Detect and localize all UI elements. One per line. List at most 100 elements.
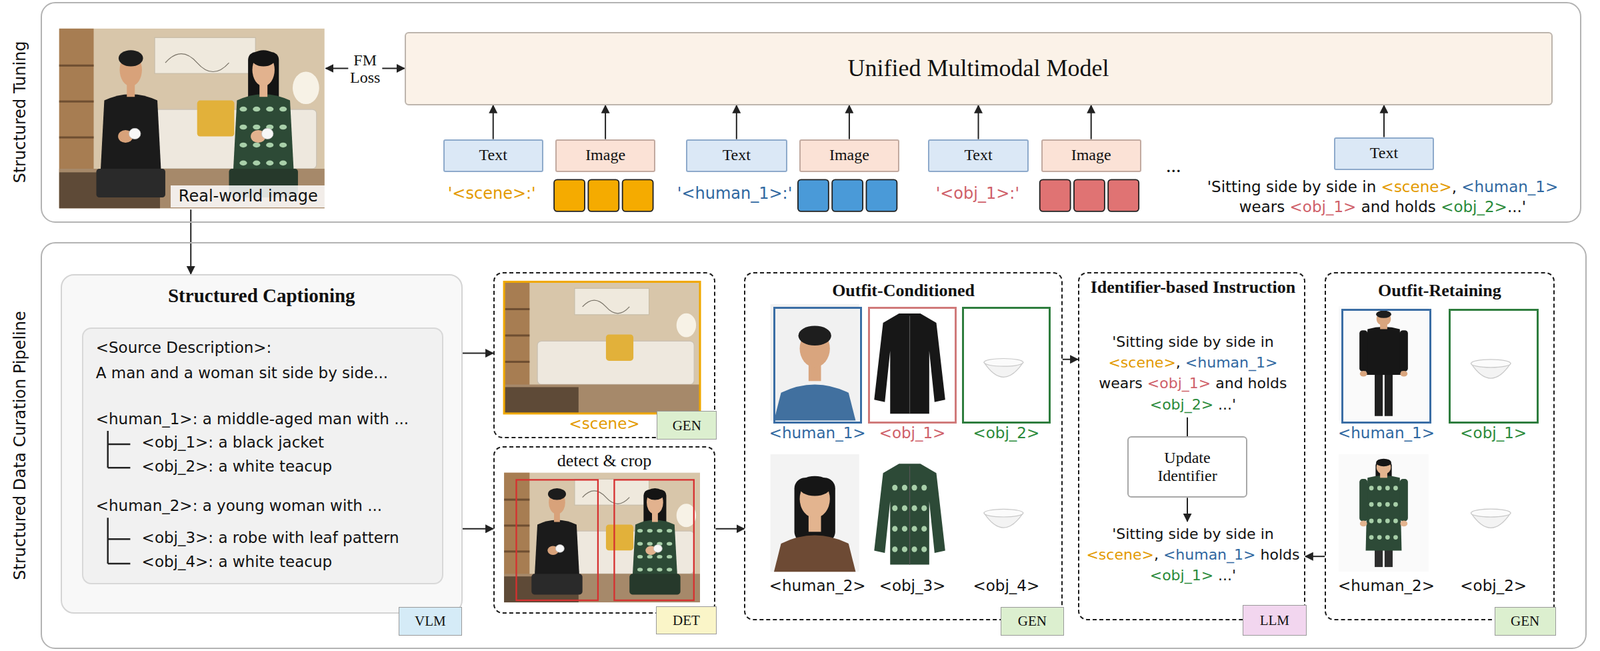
image-tile: <obj_2> [962, 306, 1051, 423]
teacup [653, 544, 662, 553]
leaf-pattern [1385, 534, 1390, 540]
lamp [292, 72, 320, 104]
text-run: 'Sitting side by side in [1207, 178, 1382, 196]
portrait-bg [770, 454, 860, 572]
hair [798, 476, 832, 496]
connector-arrow [1090, 105, 1092, 140]
hair [118, 50, 144, 66]
flow-arrow [1186, 497, 1188, 521]
process-box: Update Identifier [1127, 436, 1248, 498]
teacup [261, 128, 274, 139]
node-text: A man and a woman sit side by side... [96, 364, 388, 383]
leg [1384, 372, 1393, 416]
image-tile: <human_2> [773, 456, 862, 574]
node-text: Unified Multimodal Model [845, 54, 1112, 82]
node-text: <obj_2>: a white teacup [142, 457, 333, 476]
tea-table [504, 386, 579, 413]
garment-seam [909, 316, 910, 414]
painting-stroke [165, 54, 230, 72]
connector-arrow [736, 105, 738, 140]
leaf-pattern [1369, 485, 1374, 490]
hand [1400, 370, 1408, 377]
leaf-pattern [252, 142, 260, 148]
text-run: <scene> [1381, 178, 1452, 196]
text-input-box: Text [686, 139, 788, 172]
shoulders [774, 384, 856, 421]
flow-line [1186, 417, 1188, 437]
scene-frame [504, 281, 700, 413]
leaf-pattern [1393, 485, 1398, 490]
text-input-box: Text [928, 139, 1030, 172]
node-text: Outfit-Retaining [1326, 281, 1553, 301]
annotation-text: '<obj_1>:' [936, 184, 1020, 204]
tree-bracket [108, 517, 131, 564]
token-square [798, 179, 829, 211]
leaf-pattern [637, 541, 643, 545]
floor [504, 384, 700, 413]
arm [1400, 478, 1408, 521]
cushion [606, 334, 634, 360]
leaf-pattern [1377, 485, 1382, 490]
leaf-pattern [647, 541, 653, 545]
node-text: Image [582, 146, 628, 165]
leaf-pattern [637, 554, 643, 558]
node-text: <scene> [565, 414, 644, 434]
image-tile: <obj_2> [1448, 456, 1539, 574]
image-tile: <human_1> [1341, 308, 1432, 423]
node-text: Text [1367, 144, 1401, 163]
leaf-pattern [902, 546, 908, 552]
photo-frame: Real-world image [60, 30, 326, 210]
token-square [588, 179, 619, 211]
text-run: and holds [1210, 374, 1287, 392]
leaf-pattern [892, 505, 898, 512]
cup-rim [984, 508, 1024, 517]
text-run: 'Sitting side by side in [1112, 333, 1274, 350]
torso [100, 94, 162, 176]
shelf-board [59, 100, 94, 103]
text-run: holds [1255, 546, 1300, 563]
node-text: Outfit-Conditioned [745, 281, 1062, 301]
detection-box [516, 479, 598, 600]
cushion [606, 524, 634, 550]
annotation-text: '<human_1>:' [677, 184, 793, 204]
arm [1400, 330, 1408, 372]
arm [1359, 330, 1368, 372]
leaf-pattern [892, 484, 898, 491]
text-input-box: Text [1334, 137, 1434, 170]
scene-step: GEN<scene> [493, 272, 716, 438]
hair [798, 325, 832, 346]
leaf-pattern [1385, 518, 1390, 524]
leaf-pattern [911, 546, 917, 552]
model-box: Unified Multimodal Model [404, 32, 1553, 106]
token-square [1074, 179, 1105, 211]
hand [1360, 370, 1368, 377]
node-text: detect & crop [494, 451, 715, 471]
cup-bg [959, 454, 1048, 572]
garment-bg [865, 304, 954, 420]
text-run: ...' [1213, 396, 1236, 413]
token-square [1108, 179, 1139, 211]
image-tile: <obj_1> [1448, 308, 1539, 423]
model-tag: DET [656, 606, 718, 635]
cushion [197, 100, 235, 137]
hair [1376, 310, 1392, 318]
image-tile: <human_1> [773, 306, 862, 423]
leaf-pattern [637, 528, 643, 532]
connector-arrow [462, 352, 494, 354]
leaf-pattern [252, 160, 260, 166]
photo [504, 472, 700, 602]
photo-wall [59, 28, 325, 208]
text-run: <obj_2> [1150, 396, 1214, 413]
painting-stroke [582, 300, 630, 314]
leaf-pattern [1385, 502, 1390, 507]
node-text: 'Sitting side by side in <scene>, <human… [1084, 331, 1302, 415]
connector-arrow [462, 528, 494, 530]
garment-seam [909, 466, 910, 565]
leaf-pattern [252, 124, 260, 130]
connector-arrow [1305, 555, 1325, 557]
teacup [128, 128, 141, 139]
node-text: Image [1068, 146, 1114, 165]
hand [1400, 520, 1408, 527]
node-text: 'Sitting side by side in <scene>, <human… [1084, 523, 1302, 586]
